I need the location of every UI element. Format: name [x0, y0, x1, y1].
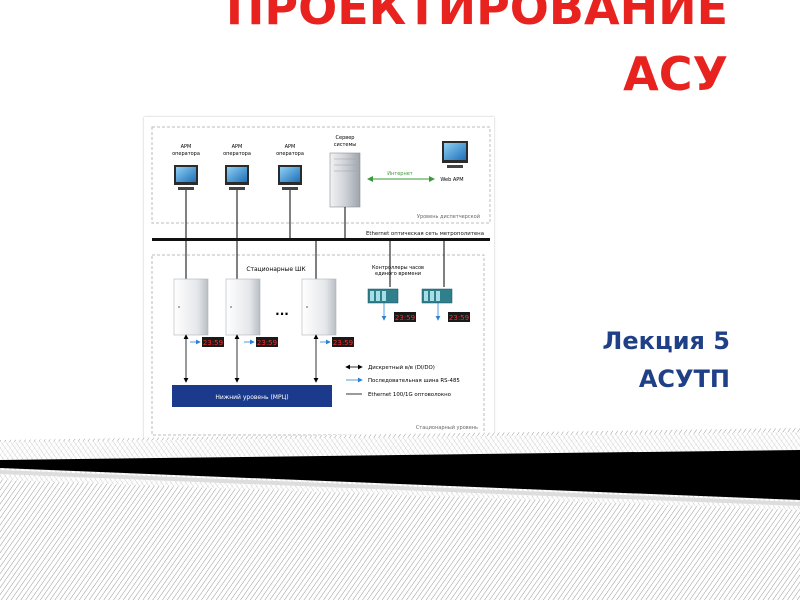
- workstation-3: АРМ оператора: [276, 144, 304, 239]
- clock-display-5: 23:59: [448, 312, 470, 322]
- workstation-2: АРМ оператора: [223, 144, 251, 239]
- svg-text:оператора: оператора: [172, 151, 200, 157]
- cabinet-2: [225, 278, 261, 336]
- internet-link: Интернет: [367, 171, 435, 182]
- legend: Дискретный в/в (DI/DO) Последовательная …: [345, 364, 460, 398]
- cabinet-3: [301, 278, 337, 336]
- svg-text:АРМ: АРМ: [285, 144, 296, 150]
- svg-text:Дискретный в/в (DI/DO): Дискретный в/в (DI/DO): [368, 364, 435, 371]
- web-workstation: Web АРМ: [440, 141, 468, 183]
- svg-text:АРМ: АРМ: [232, 144, 243, 150]
- svg-text:оператора: оператора: [276, 151, 304, 157]
- ethernet-label: Ethernet оптическая сеть метрополитена: [366, 231, 484, 237]
- svg-text:23:59: 23:59: [333, 339, 353, 347]
- lecture-topic: АСУТП: [638, 365, 730, 393]
- network-diagram: АРМ оператора АРМ оператора АРМ оператор…: [144, 117, 494, 443]
- controller-1: [367, 288, 399, 321]
- lower-level-bar: [172, 385, 332, 407]
- clock-display-2: 23:59: [256, 337, 278, 347]
- svg-text:23:59: 23:59: [203, 339, 223, 347]
- decorative-stripes: [0, 420, 800, 600]
- workstation-1: АРМ оператора: [172, 144, 200, 239]
- svg-text:23:59: 23:59: [257, 339, 277, 347]
- controllers-label-a: Контроллеры часов: [372, 265, 424, 271]
- svg-text:23:59: 23:59: [395, 314, 415, 322]
- slide-title-line-2: АСУ: [623, 47, 728, 101]
- svg-text:Интернет: Интернет: [387, 171, 413, 177]
- svg-text:Сервер: Сервер: [336, 135, 355, 141]
- clock-display-3: 23:59: [332, 337, 354, 347]
- black-stripe: [0, 450, 800, 500]
- dispatch-level-label: Уровень диспетчерской: [417, 213, 480, 220]
- system-server: Сервер системы: [329, 135, 361, 239]
- stationary-level-label: Стационарный уровень: [416, 424, 478, 431]
- ellipsis-more-cabinets: ...: [275, 304, 289, 318]
- slide-title-line-1: ПРОЕКТИРОВАНИЕ: [225, 0, 728, 35]
- stationary-level-frame: [151, 254, 485, 436]
- svg-text:системы: системы: [334, 142, 357, 148]
- svg-text:Ethernet 100/1G оптоволокно: Ethernet 100/1G оптоволокно: [368, 392, 451, 398]
- ethernet-backbone: [152, 238, 490, 241]
- svg-text:Web АРМ: Web АРМ: [440, 177, 463, 183]
- svg-text:23:59: 23:59: [449, 314, 469, 322]
- lower-level-label: Нижний уровень (МРЦ): [215, 394, 288, 401]
- dispatch-level-frame: [151, 126, 491, 224]
- cabinet-1: [173, 278, 209, 336]
- cabinets-label: Стационарные ШК: [246, 266, 306, 273]
- controllers-label-b: единого времени: [375, 271, 421, 277]
- svg-text:АРМ: АРМ: [181, 144, 192, 150]
- lecture-number: Лекция 5: [602, 327, 730, 355]
- svg-text:оператора: оператора: [223, 151, 251, 157]
- clock-display-1: 23:59: [202, 337, 224, 347]
- svg-text:Последовательная шина RS-485: Последовательная шина RS-485: [368, 378, 460, 384]
- clock-display-4: 23:59: [394, 312, 416, 322]
- controller-2: [421, 288, 453, 321]
